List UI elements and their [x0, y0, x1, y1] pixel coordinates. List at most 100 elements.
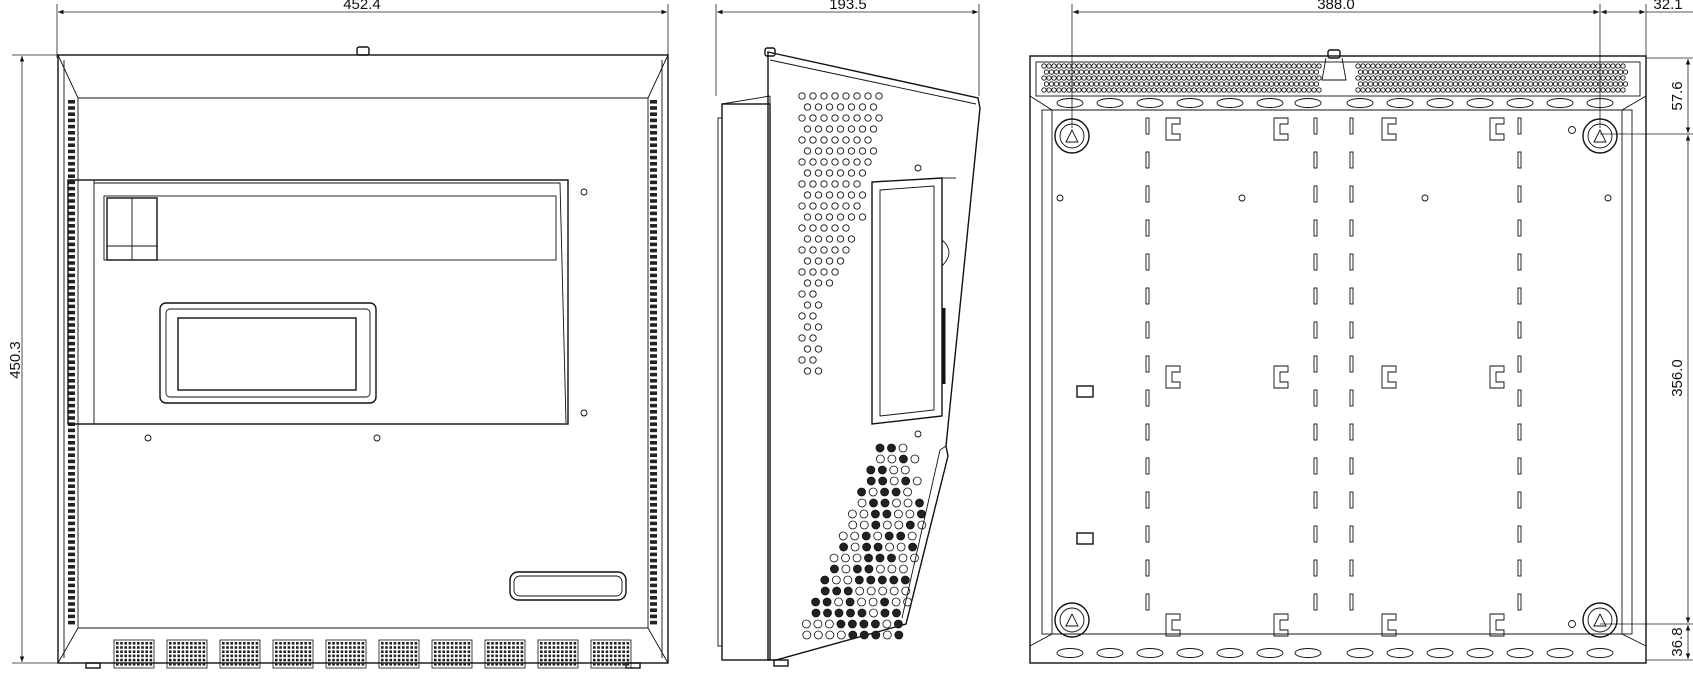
vent-slot — [650, 453, 657, 457]
vent-slot — [650, 484, 657, 488]
vent-hole — [1572, 81, 1579, 87]
vent-hole — [1151, 75, 1157, 81]
vent-slot — [650, 472, 657, 476]
vent-hole — [283, 658, 286, 662]
vent-hole — [853, 202, 861, 210]
vent-hole — [185, 646, 189, 649]
vent-hole — [876, 454, 885, 464]
vent-hole — [238, 654, 242, 658]
mounting-slot — [1313, 525, 1318, 543]
front-foot-right — [625, 662, 641, 669]
vent-hole — [1420, 75, 1426, 81]
vent-hole — [1041, 87, 1047, 93]
vent-hole — [1223, 81, 1230, 87]
vent-slot — [650, 478, 657, 482]
vent-hole — [1276, 63, 1282, 69]
vent-hole — [622, 650, 625, 653]
vent-hole — [907, 531, 917, 541]
vent-hole — [1535, 75, 1541, 81]
vent-block — [325, 639, 367, 669]
vent-hole — [899, 454, 908, 464]
mounting-slot — [1517, 185, 1522, 203]
vent-hole — [1253, 81, 1260, 87]
vent-hole — [831, 268, 839, 276]
vent-hole — [1081, 75, 1087, 81]
vent-hole — [605, 642, 609, 645]
vent-hole — [438, 642, 441, 645]
vent-hole — [1485, 75, 1491, 81]
vent-hole — [503, 650, 507, 653]
vent-hole — [149, 658, 153, 662]
vent-hole — [1492, 81, 1499, 87]
cable-entry — [1294, 98, 1322, 108]
vent-hole — [626, 654, 630, 658]
vent-hole — [831, 136, 839, 144]
vent-hole — [336, 658, 339, 662]
vent-hole — [1392, 69, 1399, 75]
vent-hole — [1445, 87, 1451, 93]
vent-hole — [846, 608, 855, 618]
vent-hole — [1505, 87, 1511, 93]
vent-hole — [1502, 81, 1509, 87]
vent-hole — [544, 646, 547, 649]
mounting-slot — [1145, 321, 1150, 339]
vent-hole — [487, 654, 490, 658]
vent-hole — [132, 663, 136, 666]
vent-hole — [247, 646, 250, 649]
vent-hole — [124, 654, 127, 658]
vent-hole — [1221, 75, 1227, 81]
vent-hole — [597, 658, 600, 662]
vent-hole — [516, 642, 519, 645]
vent-slot — [650, 614, 657, 619]
vent-hole — [1106, 75, 1112, 81]
vent-hole — [1545, 75, 1551, 81]
vent-hole — [1382, 69, 1389, 75]
vent-hole — [520, 642, 524, 645]
vent-hole — [508, 642, 511, 645]
vent-hole — [1602, 81, 1609, 87]
mounting-slot — [1145, 355, 1150, 373]
vent-hole — [1577, 81, 1584, 87]
vent-slot — [68, 230, 75, 234]
vent-hole — [1141, 87, 1147, 93]
vent-hole — [803, 213, 812, 221]
vent-hole — [1043, 69, 1050, 75]
cable-entry — [1256, 648, 1284, 658]
vent-hole — [1191, 75, 1197, 81]
vent-hole — [1288, 81, 1295, 87]
mounting-slot — [1349, 151, 1354, 169]
vent-slot — [650, 583, 657, 588]
vent-hole — [556, 642, 560, 645]
vent-hole — [825, 147, 834, 155]
vent-hole — [882, 509, 892, 519]
vent-hole — [601, 642, 604, 645]
vent-hole — [1233, 69, 1240, 75]
vent-slot — [68, 341, 75, 346]
vent-hole — [1141, 75, 1147, 81]
vent-slot — [68, 602, 75, 606]
mounting-slot — [1517, 389, 1522, 407]
vent-hole — [328, 642, 331, 645]
vent-slot — [650, 155, 657, 160]
vent-hole — [1522, 69, 1529, 75]
vent-hole — [1495, 75, 1501, 81]
cable-entry — [1096, 98, 1124, 108]
vent-hole — [291, 658, 295, 662]
mounting-slot — [1145, 457, 1150, 475]
vent-hole — [1470, 63, 1476, 69]
vent-hole — [1131, 87, 1137, 93]
vent-hole — [1605, 87, 1611, 93]
vent-hole — [467, 654, 471, 658]
rear-hole-offset-top-label: 57.6 — [1669, 81, 1686, 110]
vent-hole — [132, 642, 136, 645]
vent-hole — [291, 650, 295, 653]
vent-hole — [1622, 81, 1629, 87]
vent-hole — [1281, 87, 1287, 93]
vent-hole — [1400, 75, 1406, 81]
vent-hole — [1450, 63, 1456, 69]
vent-hole — [202, 646, 206, 649]
vent-hole — [803, 345, 812, 353]
cable-entry — [1386, 98, 1414, 108]
mounting-slot — [1145, 219, 1150, 237]
vent-hole — [1475, 87, 1481, 93]
